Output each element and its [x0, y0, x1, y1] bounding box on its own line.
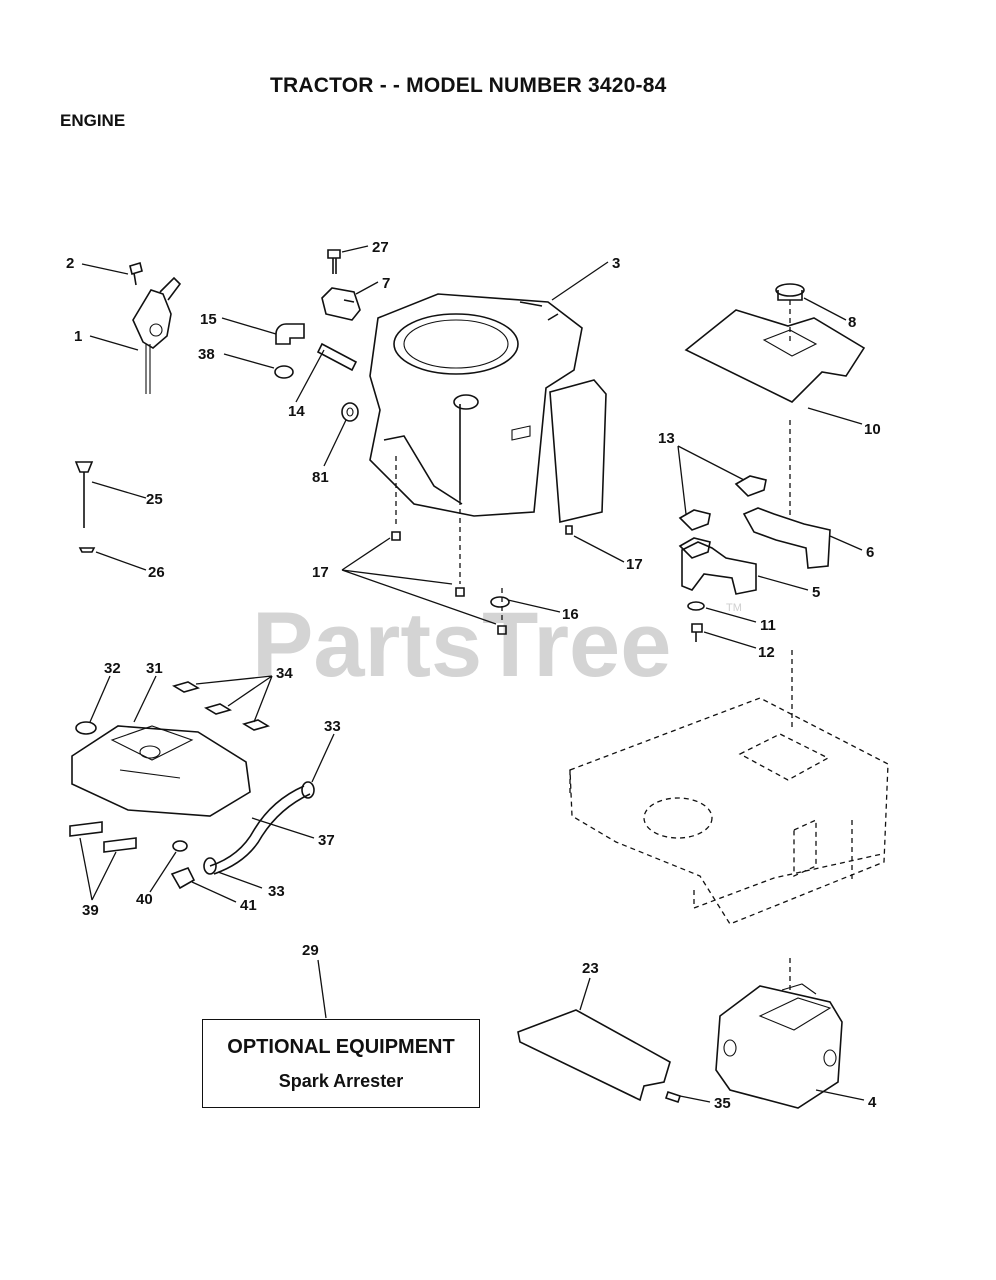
callout-32: 32 — [104, 660, 121, 677]
callouts: 2 1 27 7 3 15 38 14 81 8 10 13 6 5 11 12… — [66, 239, 881, 1112]
callout-41: 41 — [240, 897, 257, 914]
optional-equipment-box: OPTIONAL EQUIPMENT Spark Arrester — [202, 1019, 480, 1108]
part-32-plug — [75, 721, 97, 735]
part-2-screw — [129, 261, 143, 286]
part-41-elbow — [170, 866, 196, 890]
part-33-clamps — [203, 781, 315, 875]
callout-33-top: 33 — [324, 718, 341, 735]
callout-14: 14 — [288, 403, 305, 420]
part-25-dipstick — [74, 461, 94, 528]
callout-7: 7 — [382, 275, 390, 292]
callout-15: 15 — [200, 311, 217, 328]
watermark-tm: TM — [726, 602, 742, 614]
part-34-pads — [172, 681, 270, 731]
part-3-engine — [369, 293, 607, 523]
part-1-control-bracket — [132, 276, 182, 394]
leader-lines — [79, 245, 865, 1103]
callout-23: 23 — [582, 960, 599, 977]
callout-33-bottom: 33 — [268, 883, 285, 900]
callout-81: 81 — [312, 469, 329, 486]
callout-3: 3 — [612, 255, 620, 272]
part-16-washer — [490, 596, 510, 608]
callout-17-right: 17 — [626, 556, 643, 573]
part-6-exhaust-pipe — [742, 507, 831, 569]
part-13-gaskets — [678, 475, 767, 559]
part-4-muffler — [715, 983, 843, 1109]
callout-13: 13 — [658, 430, 675, 447]
part-14-fitting — [316, 342, 358, 372]
part-11-washer — [687, 601, 705, 611]
callout-37: 37 — [318, 832, 335, 849]
callout-1: 1 — [74, 328, 82, 345]
part-5-exhaust-pipe — [681, 541, 757, 595]
part-37-hose — [209, 785, 311, 875]
callout-2: 2 — [66, 255, 74, 272]
part-39-filters — [69, 821, 137, 853]
callout-26: 26 — [148, 564, 165, 581]
optional-equipment-subtitle: Spark Arrester — [278, 1071, 404, 1091]
callout-25: 25 — [146, 491, 163, 508]
part-38-nut — [274, 365, 294, 379]
watermark-text: PartsTree — [252, 594, 671, 696]
section-title: ENGINE — [60, 111, 126, 130]
callout-10: 10 — [864, 421, 881, 438]
callout-40: 40 — [136, 891, 153, 908]
callout-35: 35 — [714, 1095, 731, 1112]
optional-equipment-title: OPTIONAL EQUIPMENT — [227, 1036, 455, 1058]
part-7-clamp — [321, 287, 361, 321]
part-15-elbow — [275, 323, 305, 345]
callout-11: 11 — [760, 617, 776, 634]
part-26-tube — [78, 547, 96, 553]
callout-12: 12 — [758, 644, 775, 661]
frame-plate — [569, 697, 889, 925]
callout-39: 39 — [82, 902, 99, 919]
callout-27: 27 — [372, 239, 389, 256]
part-12-bolt — [691, 623, 703, 642]
callout-34: 34 — [276, 665, 293, 682]
callout-5: 5 — [812, 584, 820, 601]
callout-16: 16 — [562, 606, 579, 623]
part-17-bolts — [391, 525, 573, 635]
part-8-cap — [775, 283, 805, 301]
callout-6: 6 — [866, 544, 874, 561]
part-40-fitting — [172, 840, 188, 852]
callout-8: 8 — [848, 314, 856, 331]
page-title: TRACTOR - - MODEL NUMBER 3420-84 — [270, 74, 667, 97]
callout-38: 38 — [198, 346, 215, 363]
part-27-bolt — [327, 249, 341, 274]
part-35-screw — [664, 1090, 682, 1104]
callout-17: 17 — [312, 564, 329, 581]
callout-29: 29 — [302, 942, 319, 959]
part-31-base-plate — [71, 725, 251, 817]
part-81-grommet — [341, 402, 359, 422]
callout-31: 31 — [146, 660, 163, 677]
guide-lines-17 — [395, 456, 503, 624]
callout-4: 4 — [868, 1094, 877, 1111]
part-10-heat-shield — [684, 309, 866, 403]
part-23-screen — [517, 1009, 671, 1102]
